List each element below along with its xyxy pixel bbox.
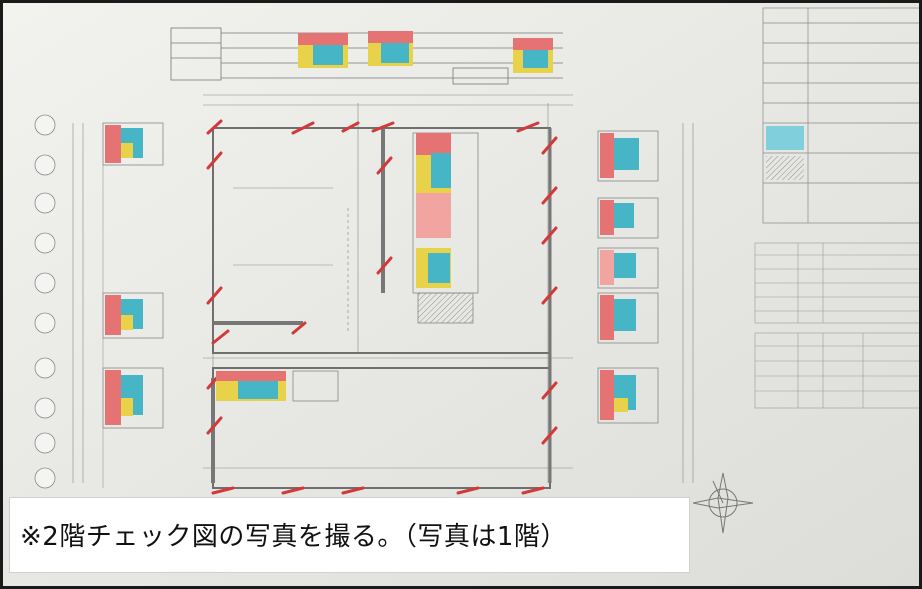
caption-box: ※2階チェック図の写真を撮る。（写真は1階） [9, 497, 690, 573]
right-tables [754, 242, 919, 409]
interior-color-swatches [216, 133, 451, 401]
caption-text: ※2階チェック図の写真を撮る。（写真は1階） [20, 522, 567, 552]
grid-bubbles-left [34, 114, 56, 489]
right-elevations [597, 130, 659, 424]
left-elevations [102, 122, 164, 488]
floor-plan-photo [3, 3, 919, 586]
legend-panel [762, 7, 919, 224]
top-color-swatches [298, 31, 553, 73]
compass-rose-icon [692, 472, 754, 534]
red-wall-markers [206, 119, 558, 495]
